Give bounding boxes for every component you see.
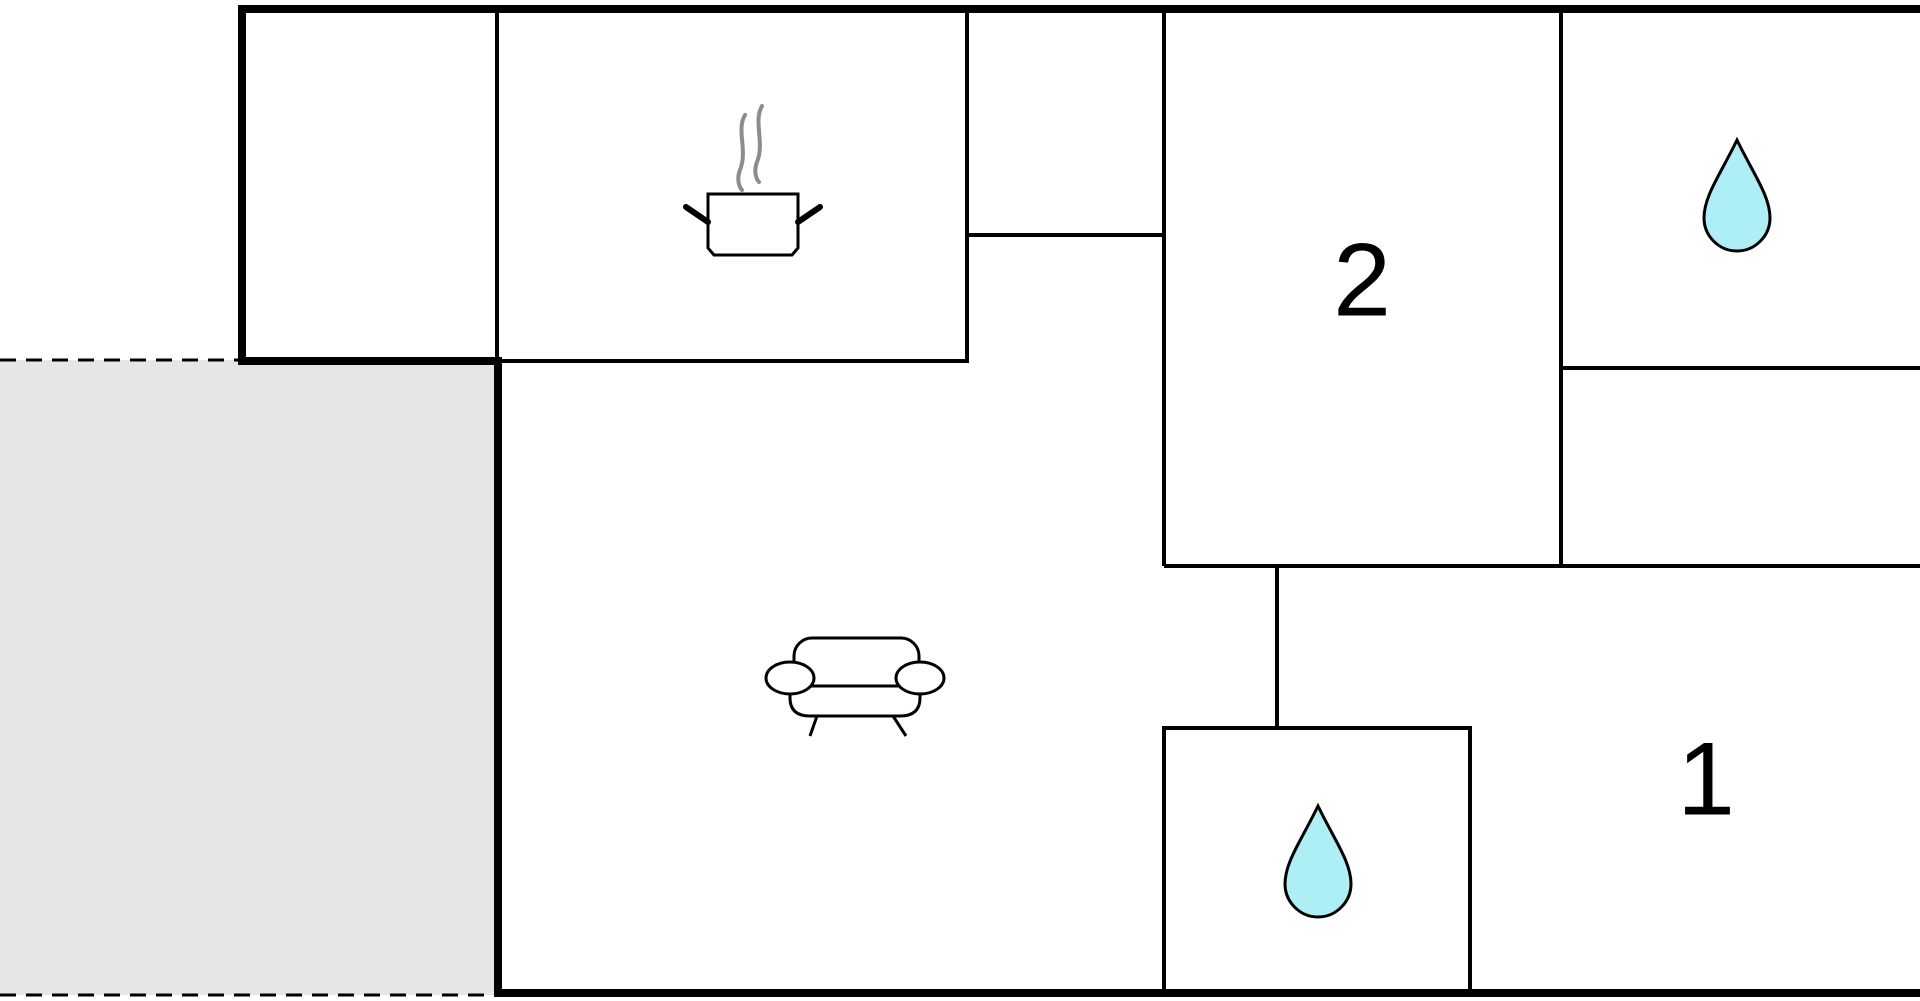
kitchen-pot-icon bbox=[683, 104, 823, 257]
room-label-bedroom-1: 1 bbox=[1677, 721, 1735, 837]
sofa-icon bbox=[764, 636, 946, 737]
wall-kitchen bbox=[497, 9, 969, 363]
water-drop-icon bbox=[1702, 136, 1772, 253]
room-label-bedroom-2: 2 bbox=[1333, 222, 1391, 338]
interior-walls bbox=[495, 9, 1920, 993]
wall-bathroom-bottom bbox=[1162, 726, 1472, 993]
water-drop-icon bbox=[1283, 802, 1353, 919]
outer-walls bbox=[238, 5, 1920, 997]
terrace-area bbox=[0, 358, 496, 997]
